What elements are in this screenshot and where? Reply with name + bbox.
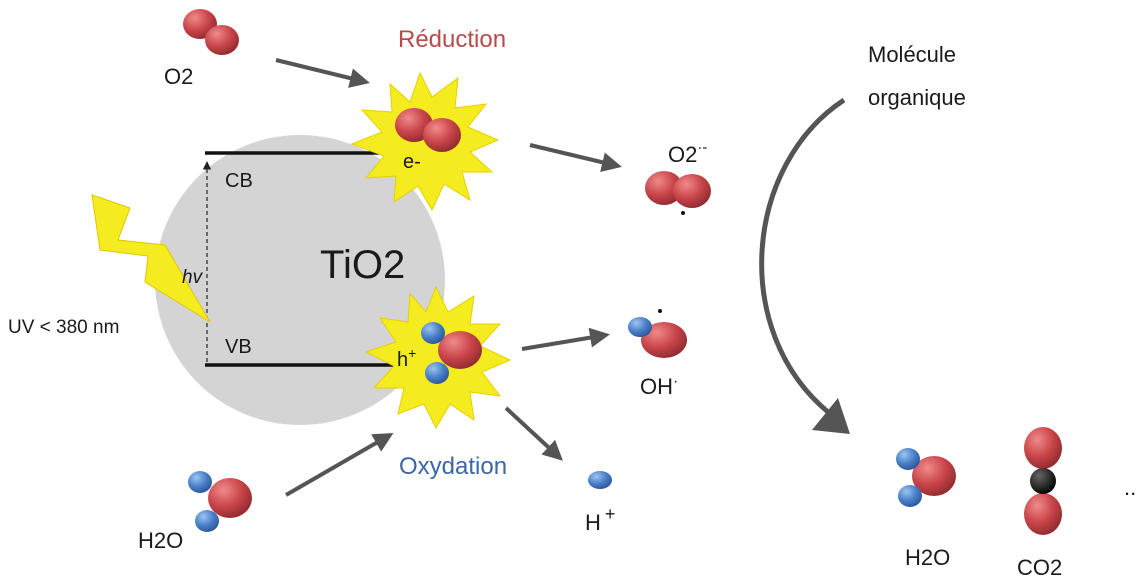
proton-icon (588, 471, 612, 489)
cb-label: CB (225, 170, 253, 192)
o2-adsorbed-molecule-icon (395, 108, 461, 152)
starburst-icon (364, 285, 512, 430)
oxidation-label: Oxydation (399, 453, 507, 480)
organic-molecule-label-line2: organique (868, 85, 966, 110)
electron-label: e- (403, 151, 421, 173)
arrow-icon (275, 58, 370, 88)
h2o-molecule-icon (188, 471, 252, 532)
h2o-product-label: H2O (905, 545, 950, 570)
hole-label: h+ (397, 345, 416, 371)
degradation-arrow-icon (759, 97, 846, 414)
superoxide-radical-icon (645, 171, 711, 215)
o2-molecule-icon (183, 9, 239, 55)
superoxide-label: O2·- (668, 139, 707, 167)
co2-product-molecule-icon (1024, 427, 1062, 535)
hydroxyl-radical-icon (628, 309, 687, 358)
h2o-reactant-label: H2O (138, 528, 183, 553)
o2-reactant-label: O2 (164, 64, 193, 89)
arrow-icon (529, 143, 622, 173)
uv-wavelength-label: UV < 380 nm (8, 317, 119, 338)
tio2-label: TiO2 (320, 243, 405, 287)
hv-label: hv (182, 267, 204, 288)
organic-molecule-label-line1: Molécule (868, 42, 956, 67)
reduction-label: Réduction (398, 26, 506, 53)
more-products-ellipsis: .. (1124, 475, 1136, 500)
h2o-product-molecule-icon (896, 448, 956, 507)
h2o-adsorbed-molecule-icon (421, 322, 482, 384)
hydroxyl-label: OH· (640, 373, 678, 399)
proton-label: H+ (585, 504, 615, 535)
arrow-head-icon (812, 398, 850, 434)
co2-product-label: CO2 (1017, 555, 1062, 580)
lightning-bolt-icon (91, 194, 211, 323)
arrow-icon (285, 433, 394, 497)
vb-label: VB (225, 336, 252, 358)
arrow-icon (504, 406, 563, 461)
arrow-icon (521, 327, 610, 351)
